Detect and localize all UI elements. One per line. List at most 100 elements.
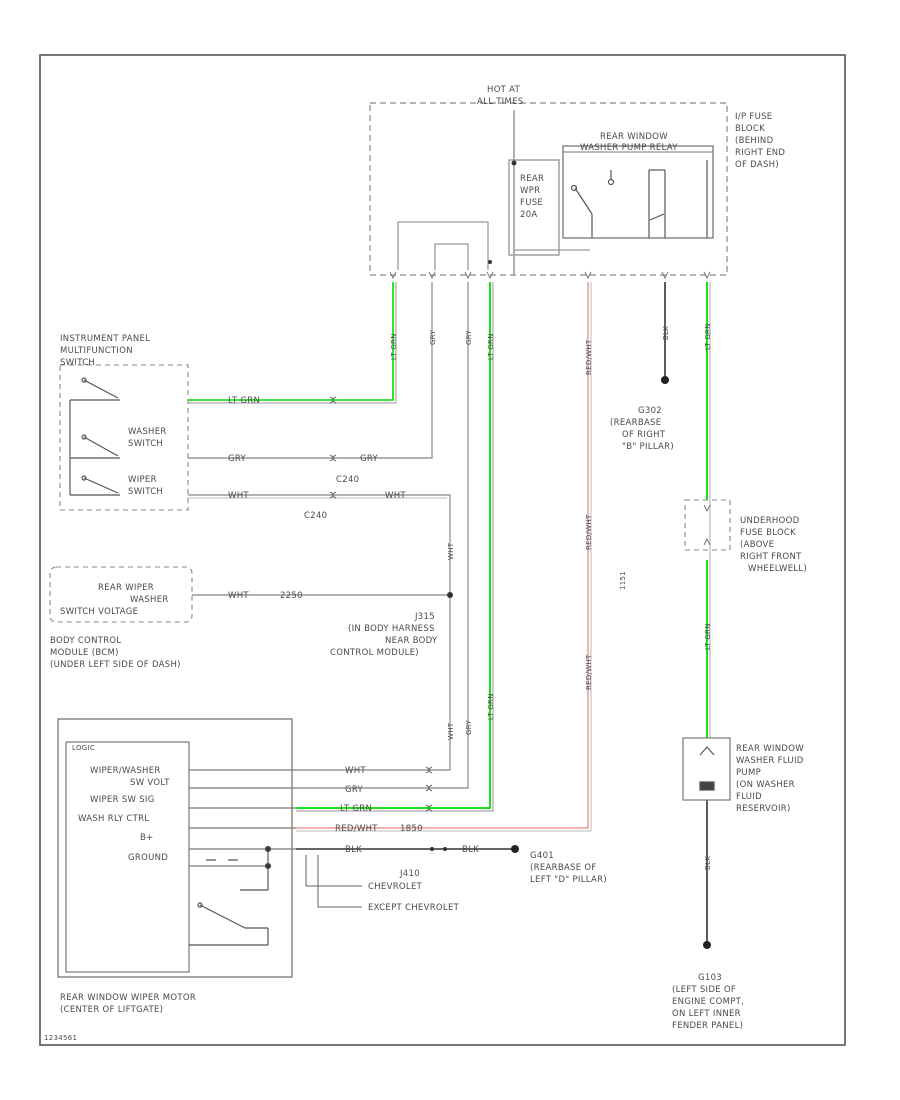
label-g401-3: LEFT "D" PILLAR) (530, 875, 607, 885)
label-bcm-name-3: (UNDER LEFT SIDE OF DASH) (50, 660, 181, 670)
j315-splice (447, 592, 453, 598)
wire-ltgrn-motor (296, 282, 491, 809)
relay-box (562, 145, 714, 239)
vlabel-ltgrn-490-b: LT GRN (487, 693, 495, 720)
wire-label-ltgrn-motor: LT GRN (340, 804, 372, 814)
wire-ltgrn-switch-shadow (188, 282, 397, 404)
blk-splice-2 (443, 847, 447, 851)
g401-ground-dot (511, 845, 519, 853)
label-uh-2: FUSE BLOCK (740, 528, 796, 538)
label-ipms-3: SWITCH (60, 358, 95, 368)
label-g302-4: "B" PILLAR) (622, 442, 674, 452)
label-ipms-2: MULTIFUNCTION (60, 346, 133, 356)
label-bcm-name-2: MODULE (BCM) (50, 648, 119, 658)
label-j410: J410 (399, 869, 420, 879)
wire-wht-wiper (188, 494, 451, 771)
vlabel-redwht-588-b: RED/WHT (585, 514, 593, 550)
wire-label-wht-motor: WHT (345, 766, 366, 776)
label-j315-3: NEAR BODY (385, 636, 438, 646)
label-c240-b: C240 (304, 511, 327, 521)
wire-ip-gray-loop (397, 221, 489, 270)
label-g302-1: G302 (638, 406, 662, 416)
motor-internal-circuit (189, 845, 272, 946)
label-g302-2: (REARBASE (610, 418, 661, 428)
wire-label-bcm-wht: WHT (228, 591, 249, 601)
wire-label-ltgrn-1: LT GRN (228, 396, 260, 406)
except-chev-bracket (317, 855, 362, 908)
label-motor-name-2: (CENTER OF LIFTGATE) (60, 1005, 163, 1015)
motor-pin-lines (189, 769, 296, 867)
vlabel-redwht-588-c: RED/WHT (585, 654, 593, 690)
label-uh-4: RIGHT FRONT (740, 552, 802, 562)
label-g401-1: G401 (530, 851, 554, 861)
vlabel-gry-468: GRY (465, 330, 473, 345)
label-bcm-name-1: BODY CONTROL (50, 636, 121, 646)
label-j315-1: J315 (414, 612, 435, 622)
g302-ground-dot (661, 376, 669, 384)
label-g103-4: ON LEFT INNER (672, 1009, 741, 1019)
vlabel-wht-450-a: WHT (447, 542, 455, 560)
label-pump-1: REAR WINDOW (736, 744, 804, 754)
label-bcm-2: WASHER (130, 595, 169, 605)
label-fuse-2: WPR (520, 186, 540, 196)
ip-fuse-block-box (369, 102, 728, 276)
j410-bracket (305, 855, 362, 887)
wire-ltgrn-switch (188, 282, 394, 401)
wire-label-wht-2: WHT (385, 491, 406, 501)
wire-ip-gray-loop2 (434, 243, 469, 270)
label-motor-p1: WIPER/WASHER (90, 766, 161, 776)
wire-label-blk-g401: BLK (462, 845, 479, 855)
wire-gry-motor (296, 282, 469, 789)
label-ipms-1: INSTRUMENT PANEL (60, 334, 150, 344)
vlabel-ltgrn-490: LT GRN (487, 333, 495, 360)
label-g103-3: ENGINE COMPT, (672, 997, 744, 1007)
wire-redwht (296, 282, 589, 829)
label-bcm-1: REAR WIPER (98, 583, 154, 593)
label-g103-2: (LEFT SIDE OF (672, 985, 736, 995)
label-ip-5: OF DASH) (735, 160, 779, 170)
label-motor-p3: WIPER SW SIG (90, 795, 155, 805)
fuse-box (508, 159, 560, 256)
wire-label-blk-motor: BLK (345, 845, 362, 855)
label-all-times: ALL TIMES (477, 97, 524, 107)
label-uh-1: UNDERHOOD (740, 516, 800, 526)
fuse-junction-dot (488, 260, 492, 264)
label-washer-sw-2: SWITCH (128, 439, 163, 449)
label-c240-a: C240 (336, 475, 359, 485)
vlabel-wht-450-b: WHT (447, 722, 455, 740)
wire-ltgrn-motor-shadow (296, 282, 494, 812)
label-relay-2: WASHER PUMP RELAY (580, 143, 678, 153)
label-g103-5: FENDER PANEL) (672, 1021, 743, 1031)
diagram-code: 1234561 (44, 1034, 77, 1042)
label-pump-3: PUMP (736, 768, 761, 778)
label-uh-5: WHEELWELL) (748, 564, 807, 574)
wire-label-gry-2: GRY (360, 454, 379, 464)
vlabel-gry-432: GRY (429, 330, 437, 345)
label-g401-2: (REARBASE OF (530, 863, 597, 873)
vlabel-ltgrn-393: LT GRN (390, 333, 398, 360)
pump-box (682, 737, 731, 801)
motor-outer-box (57, 718, 293, 978)
wire-redwht-shadow (296, 282, 592, 832)
wire-label-redwht-motor: RED/WHT (335, 824, 378, 834)
ipms-box (59, 364, 189, 511)
vlabel-ltgrn-707-a: LT GRN (704, 323, 712, 350)
label-j315-2: (IN BODY HARNESS (348, 624, 435, 634)
ipms-switches (69, 377, 120, 496)
motor-inner-box (65, 741, 190, 973)
label-motor-p4: WASH RLY CTRL (78, 814, 149, 824)
fuse-top-dot (511, 160, 517, 166)
label-fuse-4: 20A (520, 210, 538, 220)
label-bcm-3: SWITCH VOLTAGE (60, 607, 138, 617)
label-ip-1: I/P FUSE (735, 112, 772, 122)
vlabel-ltgrn-707-b: LT GRN (704, 623, 712, 650)
inline-connectors (329, 396, 433, 812)
label-motor-p6: GROUND (128, 853, 168, 863)
label-pump-4: (ON WASHER (736, 780, 795, 790)
label-ip-2: BLOCK (735, 124, 765, 134)
wire-label-gry-motor: GRY (345, 785, 364, 795)
label-motor-inner: LOGIC (72, 744, 95, 752)
ip-connector-pins (389, 271, 711, 280)
g103-ground-dot (703, 941, 711, 949)
